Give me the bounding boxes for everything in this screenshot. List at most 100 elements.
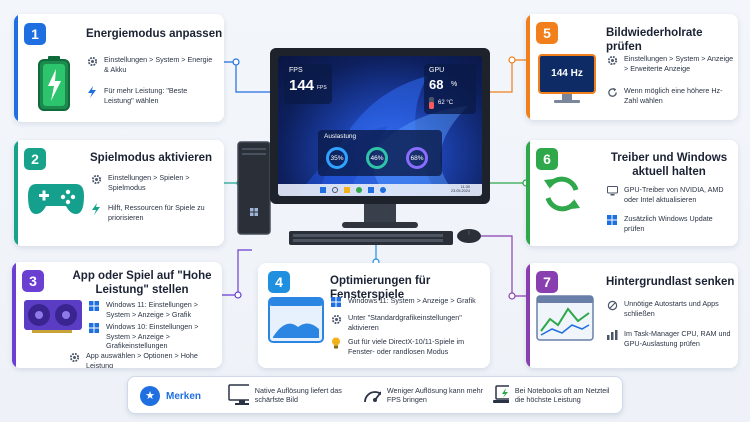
fps-unit: FPS: [317, 85, 327, 91]
lightning-icon: [90, 203, 102, 215]
card-stripe: [526, 14, 530, 120]
card-title: Bildwiederholrate prüfen: [606, 27, 703, 53]
windows-icon: [88, 322, 100, 334]
row-text: Unter "Standardgrafikeinstellungen" akti…: [348, 313, 462, 332]
card-stripe: [12, 262, 16, 368]
tip-native-resolution: Native Auflösung liefert das schärfste B…: [228, 384, 353, 406]
fps-overlay: FPS 144 FPS: [284, 64, 332, 104]
step-badge: 5: [536, 22, 558, 44]
row-text: Windows 10: Einstellungen > System > Anz…: [106, 322, 199, 351]
store-icon[interactable]: [368, 187, 374, 193]
browser-icon[interactable]: [356, 187, 362, 193]
card-energy-mode: 1 Energiemodus anpassen Einstellungen > …: [14, 14, 224, 122]
step-badge: 3: [22, 270, 44, 292]
keyboard-icon: [289, 231, 453, 245]
bar-chart-icon: [606, 329, 618, 341]
gpu-overlay: GPU 68 % 62 °C: [424, 64, 476, 114]
card-title: Energiemodus anpassen: [86, 28, 223, 40]
refresh-icon: [606, 86, 618, 98]
edge-icon[interactable]: [380, 187, 386, 193]
step-badge: 4: [268, 271, 290, 293]
graphics-card-icon: [24, 300, 82, 333]
row-tip: Für mehr Leistung: "Beste Leistung" wähl…: [86, 86, 216, 105]
windows-icon: [330, 296, 342, 308]
gpu-temp: 62 °C: [438, 100, 454, 106]
row-text: Einstellungen > Spielen > Spielmodus: [108, 173, 190, 192]
card-refresh-rate: 5 Bildwiederholrate prüfen 144 Hz Einste…: [526, 14, 738, 120]
row-text: Einstellungen > System > Anzeige > Erwei…: [624, 54, 734, 73]
monitor-stand: [342, 222, 418, 228]
monitor-icon: [228, 384, 249, 405]
gear-icon: [86, 55, 98, 67]
card-stripe: [14, 14, 18, 122]
row-task-manager: Im Task-Manager CPU, RAM und GPU-Auslast…: [606, 329, 734, 348]
card-stripe: [14, 140, 18, 246]
row-text: Wenn möglich eine höhere Hz-Zahl wählen: [624, 86, 723, 105]
tips-bar: ★ Merken Native Auflösung liefert das sc…: [127, 376, 623, 414]
fps-label: FPS: [289, 67, 303, 74]
card-title: Treiber und Windows aktuell halten: [610, 152, 728, 178]
row-settings: Einstellungen > Spielen > Spielmodus: [90, 173, 218, 192]
tip-lower-resolution: Weniger Auflösung kann mehr FPS bringen: [362, 384, 487, 406]
card-title: Hintergrundlast senken: [606, 276, 735, 288]
windows-icon: [88, 300, 100, 312]
step-badge: 6: [536, 148, 558, 170]
gpu-label: GPU: [429, 67, 445, 74]
gamepad-icon: [28, 184, 84, 214]
monitor-icon: [606, 185, 618, 197]
row-win10: Windows 10: Einstellungen > System > Anz…: [88, 322, 218, 351]
hz-label: 144 Hz: [551, 68, 583, 79]
card-stripe: [526, 140, 530, 246]
gear-icon: [90, 173, 102, 185]
card-title: Optimierungen für Fensterspiele: [330, 275, 431, 301]
row-text: Unnötige Autostarts und Apps schließen: [624, 299, 719, 318]
gpu-value: 68: [429, 77, 444, 92]
gear-icon: [606, 54, 618, 66]
row-autostart: Unnötige Autostarts und Apps schließen: [606, 299, 734, 318]
row-settings: Einstellungen > System > Energie & Akku: [86, 55, 216, 74]
row-text: App auswählen > Optionen > Hohe Leistung: [86, 351, 198, 368]
card-drivers-update: 6 Treiber und Windows aktuell halten GPU…: [526, 140, 738, 246]
monitor-hz-icon: [538, 54, 596, 103]
row-tip: Gut für viele DirectX-10/11-Spiele im Fe…: [330, 337, 484, 356]
row-text: Windows 11: Einstellungen > System > Anz…: [106, 300, 198, 319]
merken-label: Merken: [166, 390, 202, 402]
clock: 11:30 23.05.2024: [451, 185, 470, 194]
monitor-neck: [364, 204, 396, 224]
block-icon: [606, 299, 618, 311]
mouse-icon[interactable]: [456, 228, 482, 244]
step-badge: 1: [24, 23, 46, 45]
card-windowed-games: 4 Optimierungen für Fensterspiele Window…: [258, 263, 490, 368]
thermometer-icon: [429, 97, 434, 109]
clock-time: 11:30: [460, 185, 470, 189]
folder-icon[interactable]: [344, 187, 350, 193]
row-text: Für mehr Leistung: "Beste Leistung" wähl…: [104, 86, 188, 105]
star-icon: ★: [140, 386, 160, 406]
tip-text: Native Auflösung liefert das schärfste B…: [254, 385, 342, 404]
task-manager-icon: [536, 295, 594, 341]
taskbar: 11:30 23.05.2024: [278, 184, 482, 196]
step-badge: 7: [536, 271, 558, 293]
fps-value: 144: [289, 77, 315, 94]
card-game-mode: 2 Spielmodus aktivieren Einstellungen > …: [14, 140, 224, 246]
row-text: GPU-Treiber von NVIDIA, AMD oder Intel a…: [624, 185, 724, 204]
lightning-icon: [86, 86, 98, 98]
usage-ring-2: 46%: [366, 147, 388, 169]
clock-date: 23.05.2024: [450, 189, 470, 194]
usage-panel: Auslastung 35% 46% 68%: [318, 130, 442, 176]
gear-icon: [68, 351, 80, 363]
sync-icon: [544, 176, 580, 212]
row-win11: Windows 11: System > Anzeige > Grafik: [330, 296, 484, 308]
usage-label: Auslastung: [324, 133, 357, 140]
tip-notebook-power: Bei Notebooks oft am Netzteil die höchst…: [492, 384, 620, 406]
row-text: Im Task-Manager CPU, RAM und GPU-Auslast…: [624, 329, 731, 348]
windows-icon: [606, 214, 618, 226]
speedometer-icon: [364, 391, 381, 403]
start-icon[interactable]: [320, 187, 326, 193]
card-stripe: [526, 263, 530, 368]
row-text: Einstellungen > System > Energie & Akku: [104, 55, 213, 74]
card-high-performance: 3 App oder Spiel auf "Hohe Leistung" ste…: [12, 262, 222, 368]
search-icon[interactable]: [332, 187, 338, 193]
step-badge: 2: [24, 148, 46, 170]
row-tip: Wenn möglich eine höhere Hz-Zahl wählen: [606, 86, 734, 105]
